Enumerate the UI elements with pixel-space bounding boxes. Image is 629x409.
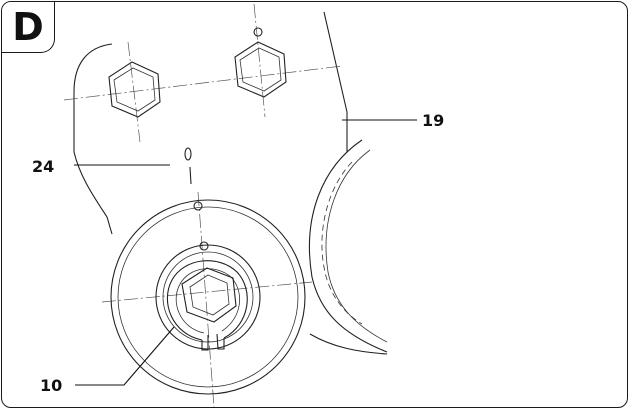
circlip-ear-right xyxy=(216,333,225,350)
callout-10: 10 xyxy=(40,376,62,395)
curved-guard xyxy=(308,139,388,353)
disc-axis-horizontal xyxy=(101,281,313,303)
circlip xyxy=(166,260,248,341)
leader-10 xyxy=(75,326,175,386)
hub-hex-nut-inner xyxy=(189,274,230,316)
item-24-ring xyxy=(184,147,192,161)
panel-letter: D xyxy=(12,5,44,49)
item-24-pin xyxy=(189,166,192,185)
disc-axis-vertical xyxy=(197,191,215,407)
circlip-inner xyxy=(175,268,240,334)
disc-outer xyxy=(110,199,306,395)
bolt-axis-horizontal xyxy=(63,65,343,101)
callout-19: 19 xyxy=(422,111,444,130)
bolt-left-hex xyxy=(108,61,161,118)
bolt-right-washer xyxy=(253,27,263,37)
bolt-right-axis xyxy=(253,3,266,118)
bolt-right-hex xyxy=(234,41,287,98)
curved-guard-hidden-edge xyxy=(321,161,363,325)
bolt-left-axis xyxy=(127,41,141,143)
mounting-plate xyxy=(73,11,388,355)
panel-letter-badge: D xyxy=(2,2,55,53)
hub-hex-nut xyxy=(181,267,237,323)
circlip-ear-left xyxy=(201,335,209,351)
disc-rim xyxy=(117,206,299,388)
disc-top-hole xyxy=(193,201,203,211)
hub-top-hole xyxy=(199,241,209,251)
curved-guard-inner xyxy=(325,149,388,343)
callout-24: 24 xyxy=(32,157,54,176)
